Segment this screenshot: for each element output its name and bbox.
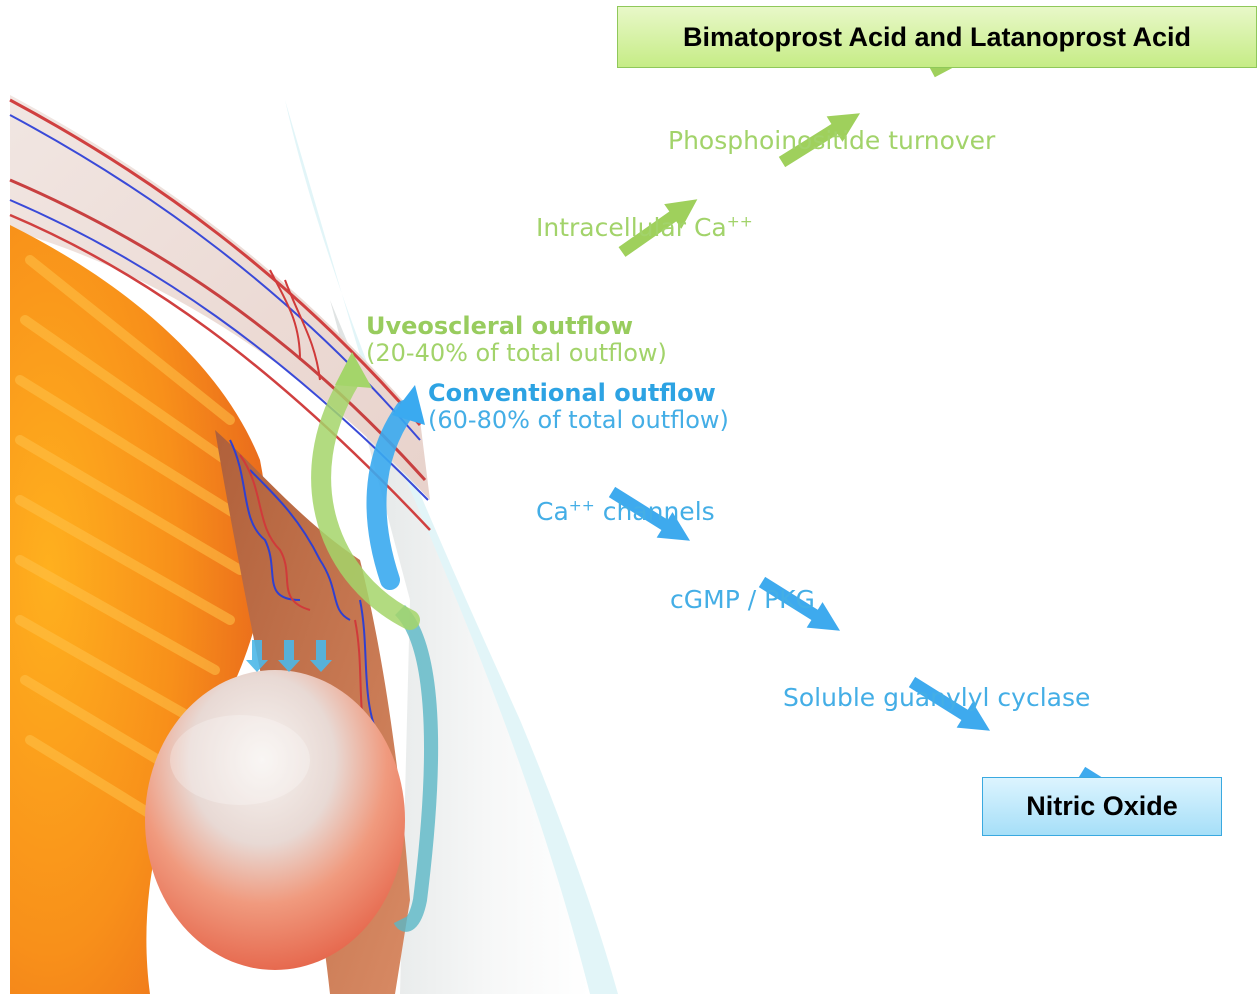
intracellular-ca-label: Intracellular Ca++: [536, 214, 753, 243]
nitric-oxide-box: Nitric Oxide: [982, 777, 1222, 836]
uveoscleral-outflow-title: Uveoscleral outflow: [366, 313, 633, 341]
nitric-oxide-label: Nitric Oxide: [1026, 791, 1178, 822]
cgmp-pkg-label: cGMP / PKG: [670, 586, 815, 615]
conventional-outflow-title: Conventional outflow: [428, 380, 716, 408]
lens: [145, 670, 405, 970]
phosphoinositide-label: Phosphoinositide turnover: [668, 127, 995, 156]
drug-box-label: Bimatoprost Acid and Latanoprost Acid: [683, 22, 1191, 53]
drug-box: Bimatoprost Acid and Latanoprost Acid: [617, 6, 1257, 68]
aqueous-flow-arrows: [246, 640, 332, 672]
ca-channels-label: Ca++ channels: [536, 498, 715, 527]
soluble-guanylyl-cyclase-label: Soluble guanylyl cyclase: [783, 684, 1090, 713]
uveoscleral-outflow-detail: (20-40% of total outflow): [366, 340, 667, 368]
conventional-outflow-detail: (60-80% of total outflow): [428, 407, 729, 435]
